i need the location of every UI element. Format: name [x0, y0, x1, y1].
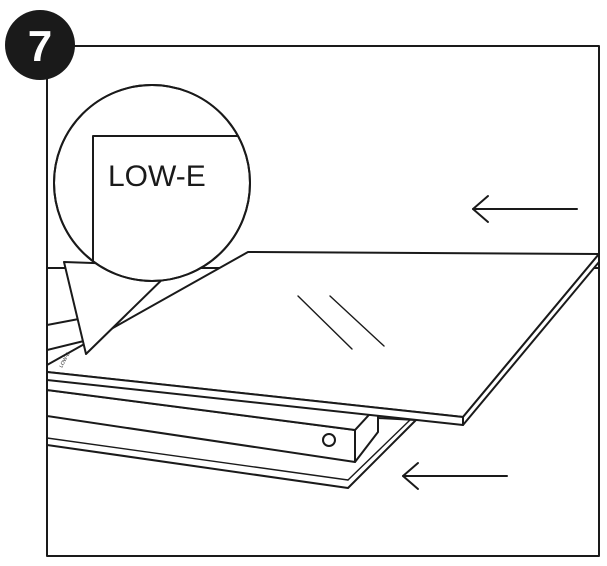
lower-glass-edge — [47, 437, 349, 481]
upper-glass-right-edge — [462, 253, 599, 426]
glass-reflection-2 — [329, 295, 385, 347]
step-number-badge-icon: 7 — [5, 10, 75, 80]
illustration-frame — [46, 45, 600, 557]
arrow-left-icon — [402, 462, 508, 490]
zoom-label: LOW-E — [108, 160, 206, 193]
drawer-screw-hole — [322, 433, 336, 447]
zoom-glass-corner — [92, 135, 250, 281]
drawer-assembly: LOW-E — [47, 251, 599, 489]
glass-reflection-1 — [297, 295, 353, 350]
lower-glass-side — [347, 419, 411, 481]
arrow-left-icon — [472, 195, 578, 223]
step-number: 7 — [28, 22, 52, 71]
magnifier-callout-icon: LOW-E — [53, 84, 251, 282]
